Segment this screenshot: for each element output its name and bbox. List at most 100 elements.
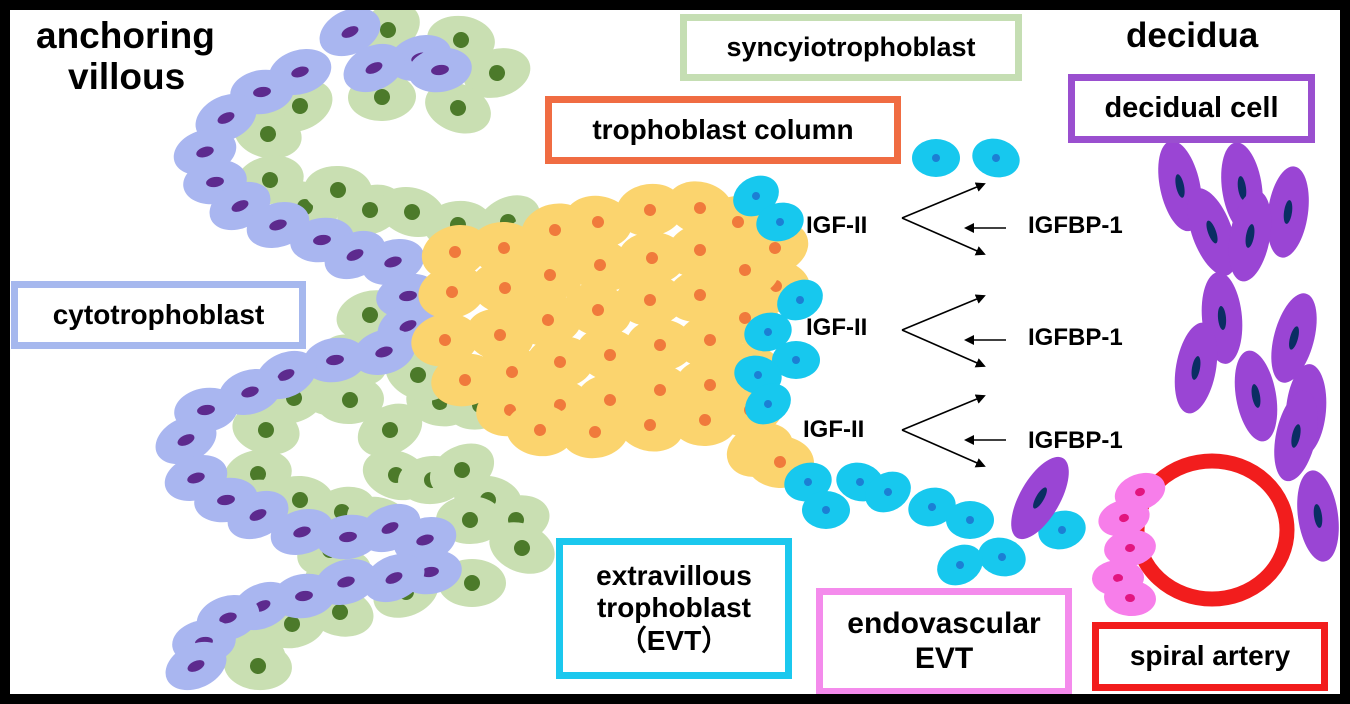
decidual-cell-nucleus (1033, 487, 1047, 509)
trophoblast-column-cell-nucleus (694, 244, 706, 256)
igf-ii-arrow-up-1 (901, 182, 986, 219)
cytotrophoblast-cell-nucleus (293, 526, 311, 538)
syncytiotrophoblast-cell (232, 405, 300, 455)
endovascular-evt-cell (1098, 499, 1150, 537)
cytotrophoblast-cell (165, 641, 227, 691)
cytotrophoblast-cell-nucleus (431, 64, 449, 76)
cytotrophoblast-cell-nucleus (341, 26, 359, 38)
cytotrophoblast-cell-nucleus (399, 290, 417, 302)
decidual-cell (1011, 456, 1069, 540)
syncytiotrophoblast-cell-nucleus (374, 89, 390, 105)
cytotrophoblast-cell-nucleus (231, 200, 249, 212)
cytotrophoblast-cell-nucleus (295, 590, 313, 602)
spiral-artery-label: spiral artery (1129, 640, 1291, 672)
evt-cell-nucleus (992, 154, 1000, 162)
endovascular-evt-cell-nucleus (1113, 573, 1123, 583)
evt-cell (978, 537, 1026, 577)
evt-cell-nucleus (822, 506, 830, 514)
endovascular-evt-cell-nucleus (1119, 513, 1129, 523)
evt-cell-nucleus (998, 553, 1006, 561)
igf-ii-arrow-down-1 (901, 217, 986, 256)
syncytiotrophoblast-cell-nucleus (382, 422, 398, 438)
syncytiotrophoblast-cell (357, 403, 423, 457)
cytotrophoblast-cell-nucleus (375, 346, 393, 358)
syncytiotrophoblast-label: syncyiotrophoblast (726, 31, 976, 62)
syncytiotrophoblast-cell-nucleus (292, 492, 308, 508)
syncytiotrophoblast-cell (224, 641, 292, 691)
cytotrophoblast-cell-nucleus (187, 660, 205, 672)
endovascular-evt-cell-nucleus (1125, 543, 1135, 553)
trophoblast-column-cell-nucleus (604, 394, 616, 406)
trophoblast-column-cell-nucleus (459, 374, 471, 386)
decidual-cell-nucleus (1289, 326, 1299, 350)
trophoblast-column-cell (470, 221, 538, 275)
trophoblast-column-cell-nucleus (534, 424, 546, 436)
cytotrophoblast-cell (363, 553, 425, 603)
evt-cell (777, 279, 823, 321)
igf-ii-label-2: IGF-II (806, 314, 868, 341)
syncytiotrophoblast-cell-nucleus (284, 616, 300, 632)
syncytiotrophoblast-cell-nucleus (330, 182, 346, 198)
trophoblast-column-cell (566, 238, 634, 292)
cytotrophoblast-cell-nucleus (365, 62, 383, 74)
cytotrophoblast-cell-nucleus (416, 534, 434, 546)
trophoblast-column-cell-nucleus (644, 294, 656, 306)
trophoblast-column-cell-nucleus (542, 314, 554, 326)
syncytiotrophoblast-cell (425, 82, 491, 134)
cytotrophoblast-cell-nucleus (381, 522, 399, 534)
evt-cell-nucleus (764, 400, 772, 408)
cytotrophoblast-cell (343, 43, 405, 93)
trophoblast-column-cell-nucleus (498, 242, 510, 254)
syncytiotrophoblast-cell-nucleus (514, 540, 530, 556)
cytotrophoblast-cell-nucleus (206, 176, 224, 188)
decidual-cell-nucleus (1191, 356, 1201, 380)
evt-cell-nucleus (792, 356, 800, 364)
evt-cell (912, 139, 960, 177)
trophoblast-column-cell-nucleus (494, 329, 506, 341)
igf-ii-label-1: IGF-II (806, 212, 868, 239)
evt-cell-nucleus (932, 154, 940, 162)
spiral-artery-box: spiral artery (1092, 622, 1328, 691)
evt-cells (733, 138, 1086, 586)
trophoblast-column-cell-nucleus (732, 216, 744, 228)
endovascular-evt-box: endovascular EVT (816, 588, 1072, 694)
syncytiotrophoblast-cell-nucleus (450, 100, 466, 116)
decidual-cell-nucleus (1313, 504, 1323, 528)
syncytiotrophoblast-cell-nucleus (260, 126, 276, 142)
evt-cell (745, 383, 791, 425)
endovascular-evt-cell-nucleus (1125, 593, 1135, 603)
decidual-cell (1228, 190, 1272, 282)
evt-cell (772, 341, 820, 379)
decidual-cell-nucleus (1217, 306, 1227, 330)
syncytiotrophoblast-cell (463, 48, 531, 98)
evt-cell-nucleus (1058, 526, 1066, 534)
syncytiotrophoblast-cell-nucleus (332, 604, 348, 620)
anchoring-villous-label: anchoring villous (36, 15, 215, 97)
trophoblast-column-cell-nucleus (694, 202, 706, 214)
evt-cell (908, 487, 956, 527)
decidual-cells (1011, 140, 1339, 562)
decidual-cell (1234, 350, 1278, 442)
trophoblast-column-box: trophoblast column (545, 96, 901, 164)
syncytiotrophoblast-cell-nucleus (342, 392, 358, 408)
trophoblast-column-cell-nucleus (704, 334, 716, 346)
trophoblast-column-cell-nucleus (699, 414, 711, 426)
cytotrophoblast-cell-nucleus (399, 320, 417, 332)
evt-label-line3: （EVT） (618, 624, 730, 656)
trophoblast-column-cell-nucleus (644, 204, 656, 216)
trophoblast-column-cell (616, 398, 684, 452)
decidual-cell (1187, 188, 1237, 276)
trophoblast-column-cell-nucleus (439, 334, 451, 346)
igfbp-1-label-2: IGFBP-1 (1028, 324, 1123, 351)
trophoblast-column-cell-nucleus (739, 312, 751, 324)
syncytiotrophoblast-cell-nucleus (489, 65, 505, 81)
trophoblast-column-cell (411, 313, 479, 367)
trophoblast-column-cell-nucleus (544, 269, 556, 281)
cytotrophoblast-cell-nucleus (197, 404, 215, 416)
cytotrophoblast-cell-nucleus (217, 494, 235, 506)
decidual-cell-nucleus (1251, 384, 1261, 408)
cytotrophoblast-cell-nucleus (291, 66, 309, 78)
syncytiotrophoblast-box: syncyiotrophoblast (680, 14, 1022, 81)
cytotrophoblast-cell-nucleus (249, 509, 267, 521)
trophoblast-column-cell-nucleus (694, 289, 706, 301)
